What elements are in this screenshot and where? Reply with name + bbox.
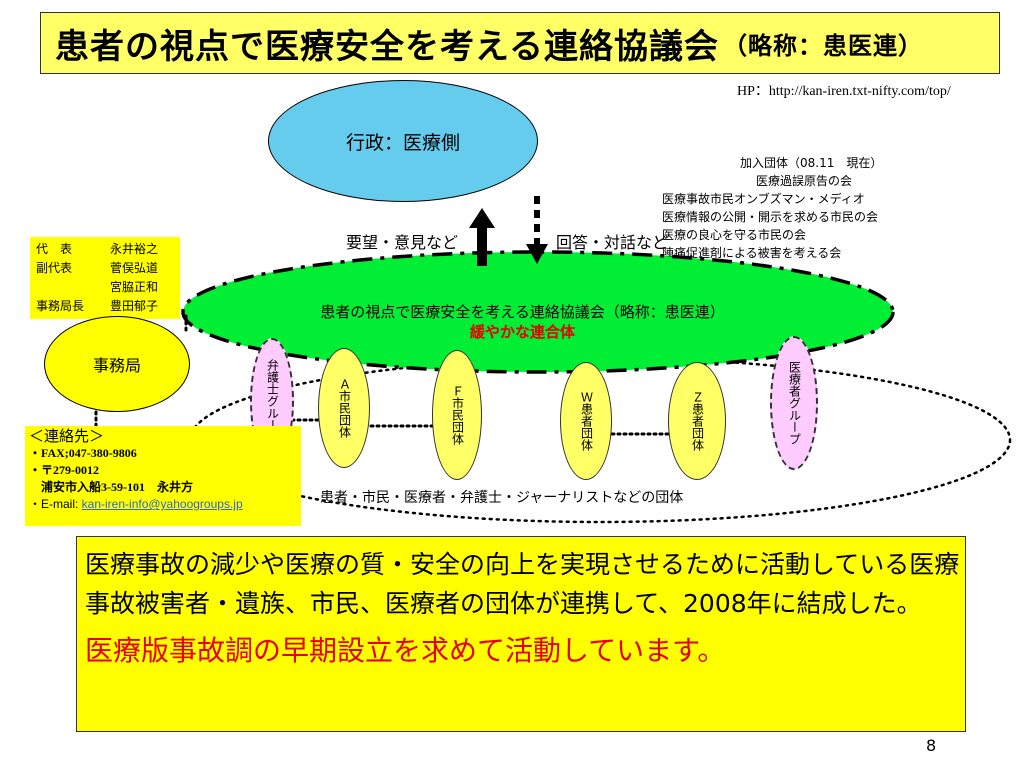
council-subtitle: 緩やかな連合体 bbox=[469, 323, 575, 341]
member-item: 医療の良心を守る市民の会 bbox=[662, 228, 807, 242]
member-item: 医療事故市民オンブズマン・メディオ bbox=[662, 192, 865, 206]
officer-row: 事務局長 豊田郁子 bbox=[36, 297, 180, 316]
group-label: Ｆ市民団体 bbox=[450, 385, 465, 445]
government-ellipse: 行政：医療側 bbox=[268, 80, 538, 202]
officer-row: 副代表 菅俣弘道 bbox=[36, 259, 180, 278]
group-label: 弁護士グループ bbox=[265, 359, 280, 443]
homepage-url[interactable]: HP：http://kan-iren.txt-nifty.com/top/ bbox=[737, 84, 951, 99]
officer-role: 代 表 bbox=[36, 242, 73, 256]
group-label: Ａ市民団体 bbox=[337, 378, 352, 438]
group-a-citizen: Ａ市民団体 bbox=[318, 348, 370, 468]
arrow-up-icon bbox=[469, 208, 495, 266]
answer-label: 回答・対話など bbox=[556, 233, 669, 252]
group-label: Ｚ患者団体 bbox=[690, 391, 705, 451]
members-heading: 加入団体（08.11 現在） bbox=[740, 156, 883, 170]
arrow-down-icon bbox=[526, 196, 548, 264]
officer-name: 菅俣弘道 bbox=[110, 261, 159, 275]
member-organizations: 加入団体（08.11 現在） 医療過誤原告の会 医療事故市民オンブズマン・メディ… bbox=[662, 154, 882, 262]
groups-caption: 患者・市民・医療者・弁護士・ジャーナリストなどの団体 bbox=[320, 490, 684, 506]
council-text: 患者の視点で医療安全を考える連絡協議会（略称：患医連） 緩やかな連合体 bbox=[250, 302, 795, 342]
officer-role: 副代表 bbox=[36, 261, 73, 275]
contact-fax: ・FAX;047-380-9806 bbox=[29, 446, 137, 460]
member-item: 医療情報の公開・開示を求める市民の会 bbox=[662, 210, 879, 224]
group-f-citizen: Ｆ市民団体 bbox=[432, 350, 482, 480]
contact-heading: ＜連絡先＞ bbox=[29, 427, 105, 445]
government-label: 行政：医療側 bbox=[345, 131, 460, 154]
page-number: 8 bbox=[926, 736, 937, 755]
email-prefix: ・E-mail: bbox=[29, 497, 82, 511]
summary-box: 医療事故の減少や医療の質・安全の向上を実現させるために活動している医療事故被害者… bbox=[76, 536, 966, 732]
group-medical: 医療者グループ bbox=[770, 336, 818, 470]
group-label: 医療者グループ bbox=[787, 361, 802, 445]
officer-name: 宮脇正和 bbox=[110, 280, 159, 294]
request-label: 要望・意見など bbox=[346, 233, 459, 252]
title-abbreviation: （略称：患医連） bbox=[722, 31, 923, 60]
officers-box: 代 表 永井裕之 副代表 菅俣弘道 宮脇正和 事務局長 豊田郁子 bbox=[30, 237, 180, 319]
contact-postal: ・〒279-0012 bbox=[29, 463, 99, 477]
officer-role: 事務局長 bbox=[36, 299, 85, 313]
contact-address: 浦安市入船3-59-101 永井方 bbox=[41, 480, 193, 494]
page-title: 患者の視点で医療安全を考える連絡協議会 bbox=[55, 26, 719, 67]
summary-call-to-action: 医療版事故調の早期設立を求めて活動しています。 bbox=[85, 634, 726, 667]
summary-text: 医療事故の減少や医療の質・安全の向上を実現させるために活動している医療事故被害者… bbox=[85, 550, 960, 618]
group-w-patient: Ｗ患者団体 bbox=[560, 362, 612, 480]
title-box: 患者の視点で医療安全を考える連絡協議会 （略称：患医連） bbox=[40, 12, 1000, 74]
member-item: 陣痛促進剤による被害を考える会 bbox=[662, 246, 842, 260]
officer-name: 永井裕之 bbox=[110, 242, 159, 256]
secretariat-ellipse: 事務局 bbox=[44, 316, 190, 412]
member-item: 医療過誤原告の会 bbox=[756, 174, 853, 188]
officer-row: 代 表 永井裕之 bbox=[36, 240, 180, 259]
group-z-patient: Ｚ患者団体 bbox=[668, 362, 726, 480]
group-label: Ｗ患者団体 bbox=[579, 391, 594, 451]
council-label: 患者の視点で医療安全を考える連絡協議会（略称：患医連） bbox=[320, 303, 725, 321]
contact-email-link[interactable]: kan-iren-info@yahoogroups.jp bbox=[81, 497, 243, 511]
contact-email-line: ・E-mail: kan-iren-info@yahoogroups.jp bbox=[29, 496, 301, 513]
contact-box: ＜連絡先＞ ・FAX;047-380-9806 ・〒279-0012 浦安市入船… bbox=[25, 426, 301, 526]
officer-row: 宮脇正和 bbox=[36, 278, 180, 297]
secretariat-label: 事務局 bbox=[92, 356, 141, 375]
officer-name: 豊田郁子 bbox=[110, 299, 159, 313]
